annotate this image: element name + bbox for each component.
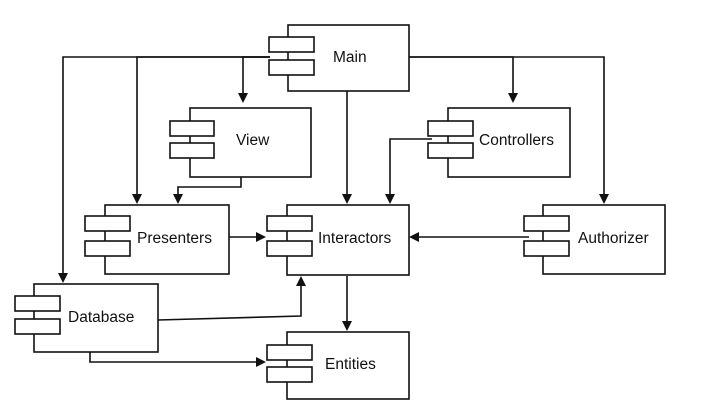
arrowhead-entities-from-database	[256, 357, 266, 367]
component-presenters-label: Presenters	[137, 230, 212, 247]
arrowheads	[58, 93, 609, 367]
arrowhead-interactors-from-authorizer	[409, 232, 419, 242]
arrowhead-presenters-from-view	[173, 194, 183, 204]
arrowhead-authorizer	[599, 194, 609, 204]
arrowhead-interactors-from-main	[342, 194, 352, 204]
arrowhead-interactors-from-database	[296, 276, 306, 286]
edge-database-to-interactors	[157, 286, 302, 321]
edge-database-to-entities	[89, 352, 258, 363]
component-presenters: Presenters	[84, 204, 230, 275]
dependency-edges	[62, 56, 605, 363]
component-view: View	[169, 107, 312, 178]
arrowhead-entities-from-interactors	[342, 321, 352, 331]
arrowhead-view	[238, 93, 248, 103]
arrowhead-interactors-from-presenters	[256, 232, 266, 242]
component-interactors-label: Interactors	[318, 230, 391, 247]
edge-main-to-authorizer	[409, 56, 605, 196]
component-controllers: Controllers	[427, 107, 571, 178]
component-main: Main	[268, 24, 410, 92]
arrowhead-controllers	[508, 93, 518, 103]
edge-view-to-presenters	[177, 177, 242, 196]
component-authorizer: Authorizer	[523, 204, 666, 275]
edge-main-to-view	[242, 56, 270, 96]
component-main-label: Main	[333, 49, 367, 66]
edge-controllers-to-interactors	[389, 138, 432, 196]
edge-main-to-database	[62, 56, 270, 274]
component-controllers-label: Controllers	[479, 132, 554, 149]
component-database: Database	[14, 283, 159, 353]
edge-main-to-controllers	[409, 56, 514, 96]
arrowhead-presenters-from-main	[132, 194, 142, 204]
component-database-label: Database	[68, 309, 134, 326]
arrowhead-database	[58, 273, 68, 283]
arrowhead-interactors-from-controllers	[385, 194, 395, 204]
component-entities: Entities	[266, 331, 410, 400]
component-entities-label: Entities	[325, 356, 376, 373]
component-interactors: Interactors	[266, 204, 410, 276]
component-view-label: View	[236, 132, 270, 149]
component-authorizer-label: Authorizer	[578, 230, 649, 247]
